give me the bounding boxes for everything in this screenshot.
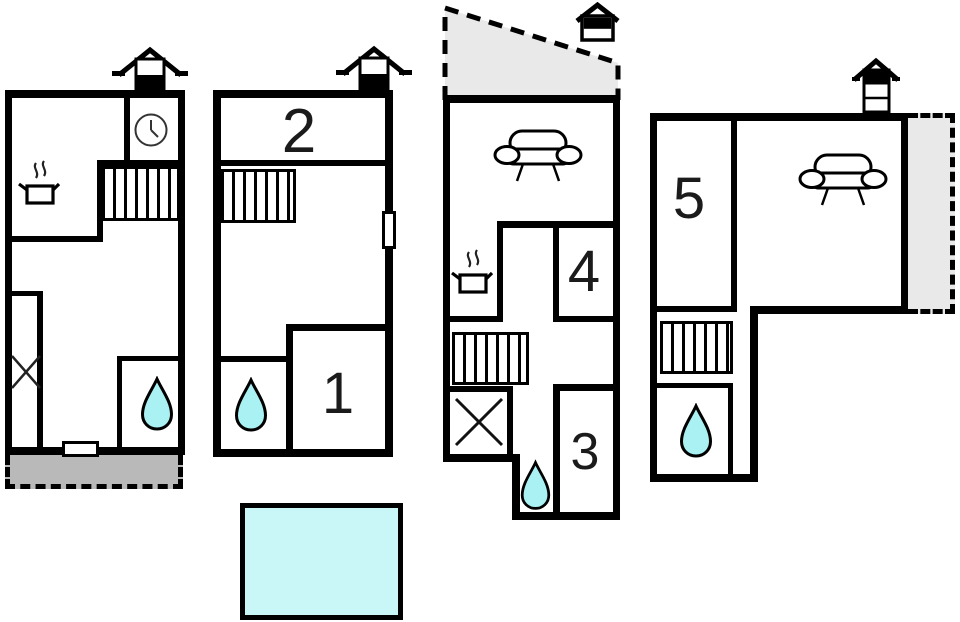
chimney-icon (336, 43, 412, 91)
shower-drop-icon (233, 377, 269, 433)
wall-segment (497, 221, 503, 322)
wall-segment (445, 386, 513, 392)
room-4-label: 4 (567, 239, 601, 304)
room-2-label: 2 (281, 97, 317, 166)
wall-segment (97, 160, 103, 242)
room-5-label: 5 (672, 166, 706, 231)
room-3-label: 3 (570, 423, 600, 481)
wall-segment (731, 121, 737, 308)
wall-segment (497, 221, 613, 228)
swimming-pool (240, 503, 403, 620)
wall-segment (728, 383, 733, 476)
staircase-icon (102, 166, 180, 221)
clock-icon (133, 112, 169, 148)
wall-segment (750, 306, 758, 482)
sofa-icon (493, 126, 583, 188)
wall-segment (650, 474, 758, 482)
chimney-icon (112, 44, 188, 92)
chimney-icon (852, 57, 900, 114)
side-terrace (908, 113, 955, 314)
staircase-icon (452, 332, 529, 385)
wall-segment (650, 113, 908, 121)
terrace (5, 455, 183, 489)
wall-segment (613, 95, 620, 520)
wall-segment (5, 90, 185, 98)
wall-segment (124, 95, 130, 167)
wall-segment (213, 90, 393, 98)
sloped-terrace (438, 0, 623, 103)
wall-segment (97, 160, 182, 166)
wall-segment (650, 113, 657, 482)
chimney-icon (574, 2, 621, 43)
door-icon (62, 441, 99, 457)
wall-segment (10, 236, 103, 242)
wall-segment (286, 324, 293, 449)
wardrobe-x-icon (10, 354, 42, 390)
sofa-icon (798, 150, 888, 212)
wardrobe-x-icon (453, 396, 505, 448)
wall-segment (12, 291, 43, 296)
wall-segment (117, 356, 181, 361)
wall-segment (750, 306, 908, 314)
wall-segment (450, 316, 503, 322)
shower-drop-icon (139, 376, 175, 432)
wall-segment (553, 384, 560, 512)
staircase-icon (660, 321, 733, 374)
wall-segment (901, 113, 908, 314)
wall-segment (553, 221, 559, 322)
shower-drop-icon (678, 403, 714, 459)
staircase-icon (221, 169, 296, 223)
wall-segment (5, 447, 185, 455)
wall-segment (178, 90, 185, 455)
wall-segment (657, 383, 733, 388)
wall-segment (443, 454, 520, 462)
shower-drop-icon (519, 459, 552, 512)
wall-segment (286, 324, 385, 331)
wall-segment (512, 454, 520, 520)
window-icon (382, 211, 396, 249)
wall-segment (117, 356, 122, 451)
wall-segment (221, 160, 385, 166)
stove-icon (18, 157, 60, 207)
wall-segment (221, 356, 287, 362)
wall-segment (553, 316, 613, 322)
wall-segment (512, 512, 620, 520)
wall-segment (657, 306, 737, 312)
wall-segment (213, 90, 221, 457)
wall-segment (37, 291, 43, 451)
stove-icon (451, 246, 493, 296)
wall-segment (213, 449, 393, 457)
wall-segment (443, 95, 450, 462)
room-1-label: 1 (321, 361, 355, 426)
wall-segment (385, 90, 393, 457)
wall-segment (5, 90, 12, 455)
wall-segment (443, 95, 620, 103)
wall-segment (553, 384, 613, 391)
wall-segment (507, 386, 513, 458)
